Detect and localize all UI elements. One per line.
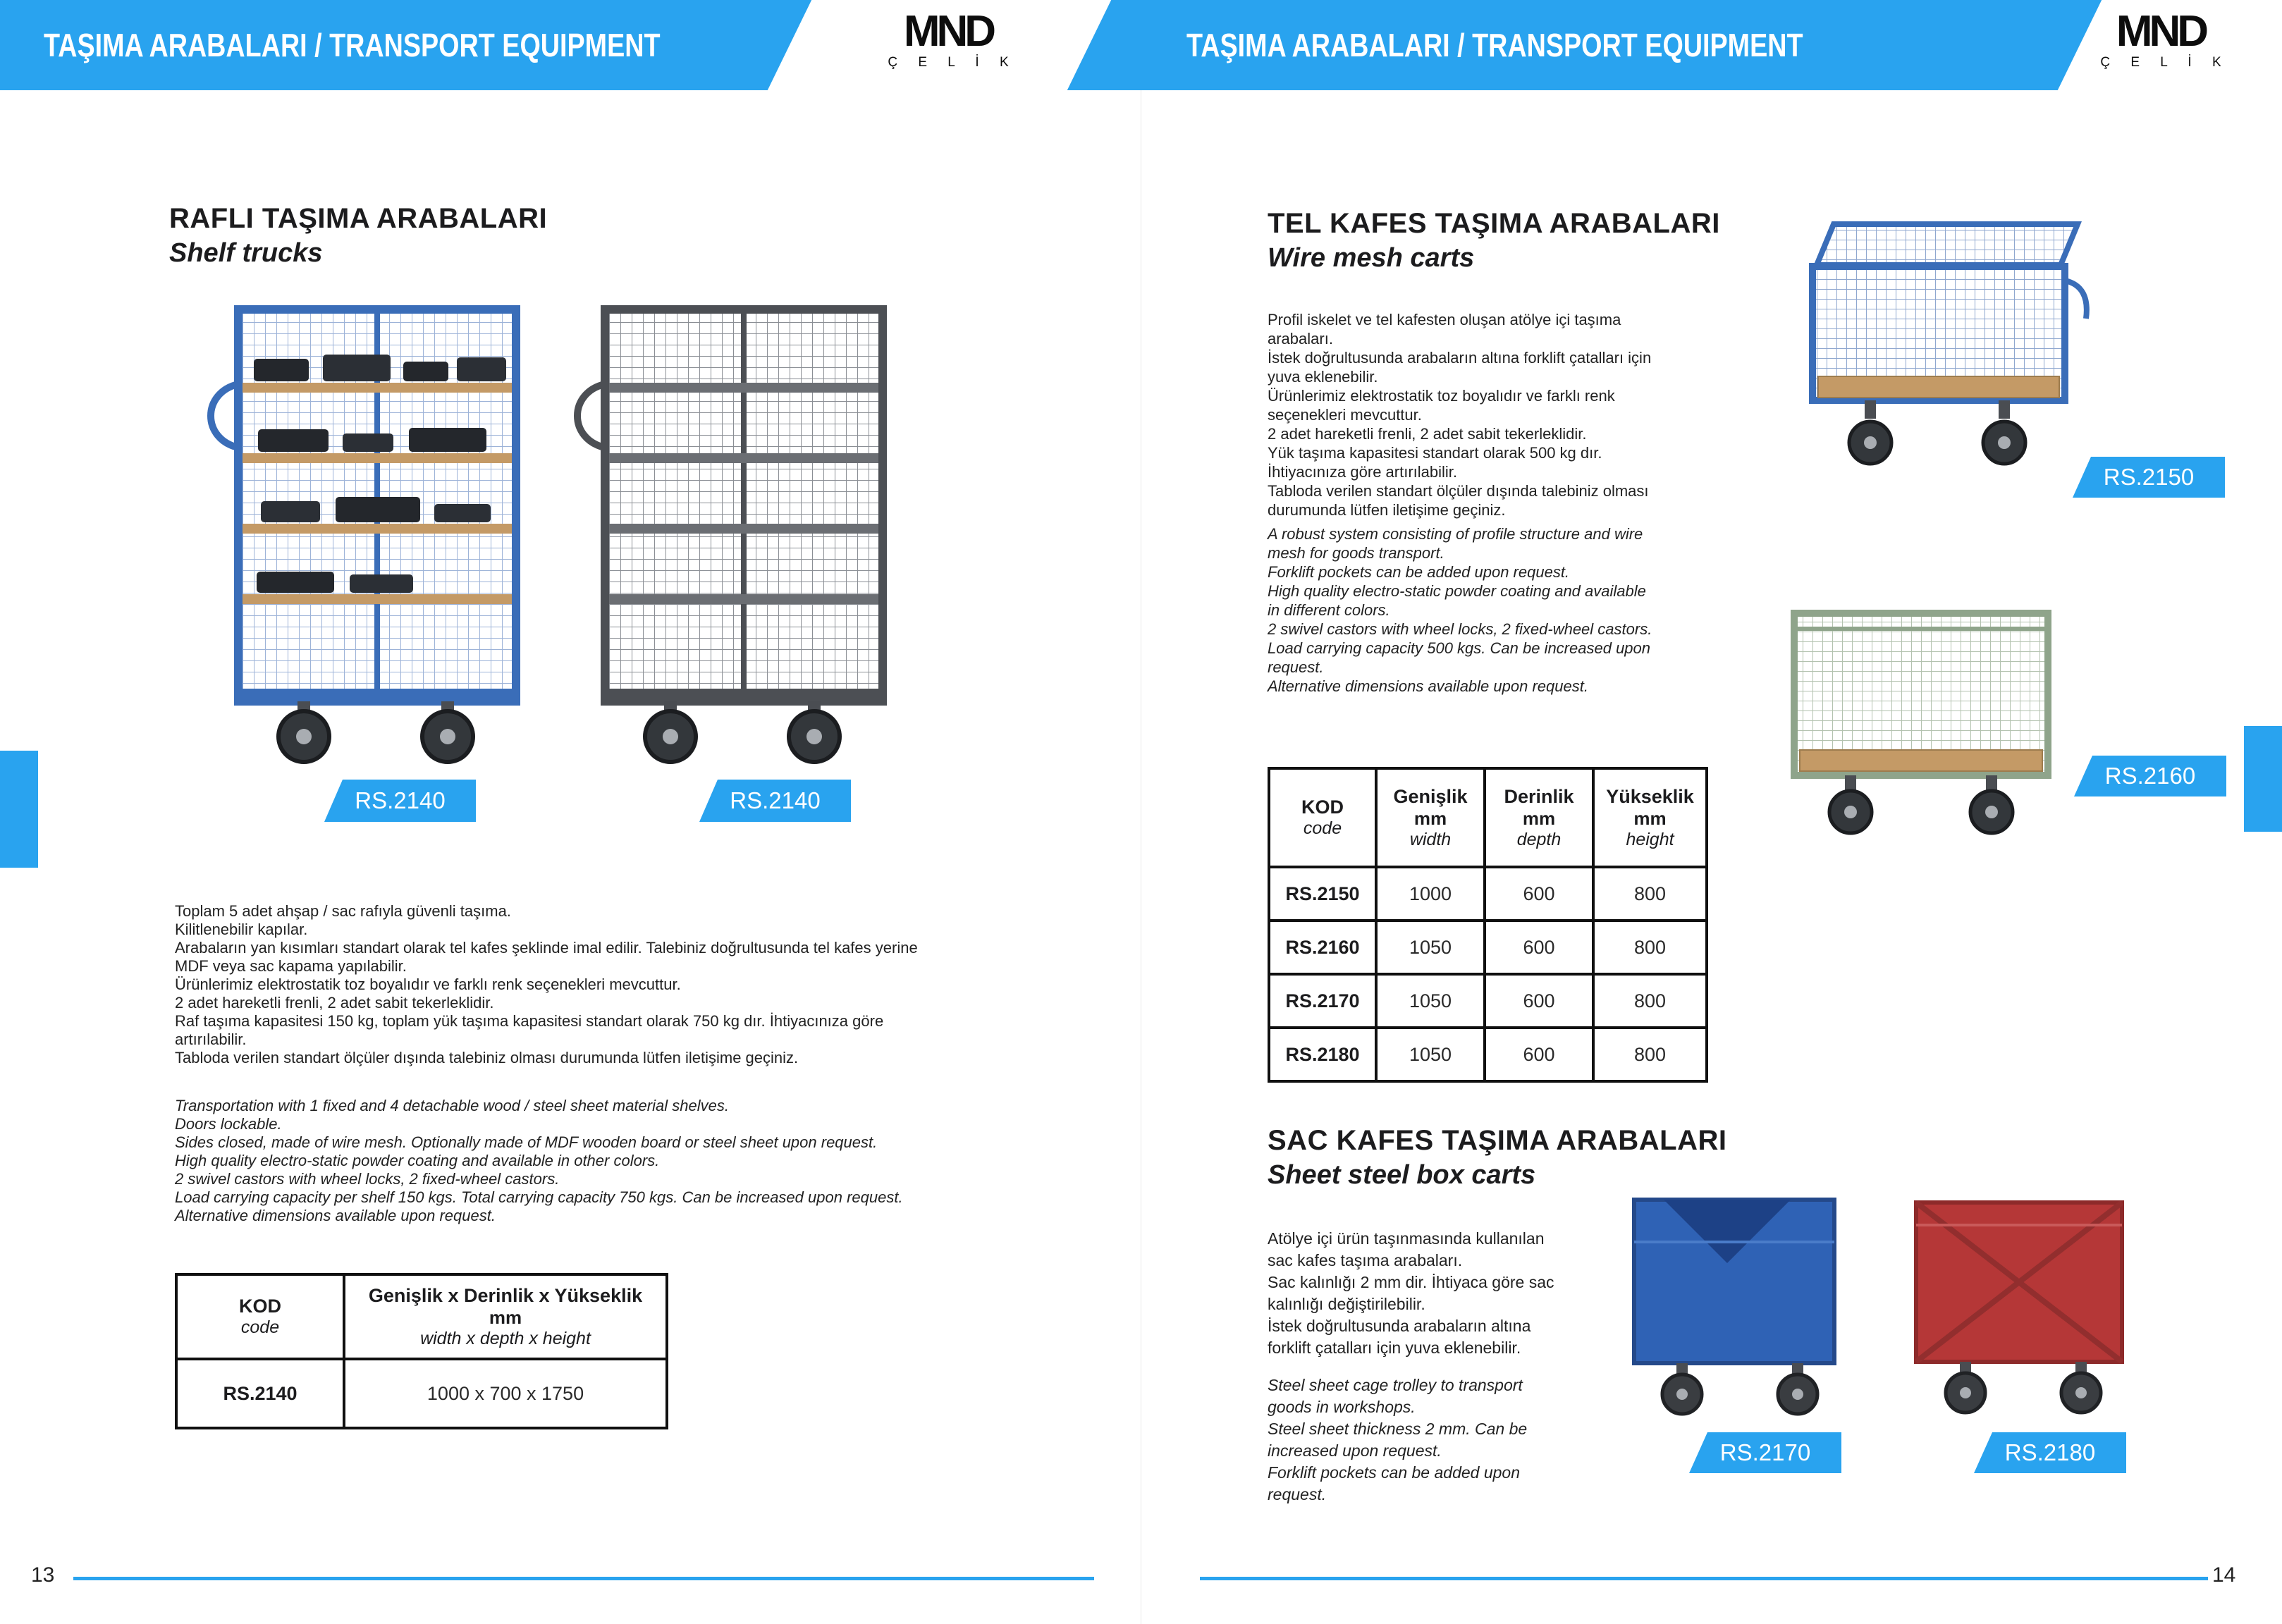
product-code-badge: RS.2150	[2073, 457, 2225, 498]
table-header-height: Yükseklik mm height	[1592, 767, 1708, 868]
page-number-left: 13	[31, 1563, 55, 1587]
wire-mesh-description-tr: Profil iskelet ve tel kafesten oluşan at…	[1268, 311, 1652, 519]
table-row: RS.2150 1000 600 800	[1268, 866, 1708, 922]
steel-box-description-tr: Atölye içi ürün taşınmasında kullanılan …	[1268, 1229, 1554, 1357]
table-row: RS.2180 1050 600 800	[1268, 1026, 1708, 1083]
product-code-badge: RS.2160	[2074, 756, 2226, 796]
page-header-title-right: TAŞIMA ARABALARI / TRANSPORT EQUIPMENT	[1186, 27, 1803, 63]
table-cell-dimensions: 1000 x 700 x 1750	[343, 1358, 668, 1429]
section-title-wire-mesh-en: Wire mesh carts	[1268, 243, 1475, 273]
footer-rule-right	[1200, 1577, 2208, 1580]
mnd-celik-logo: MND Ç E L İ K	[2083, 8, 2238, 70]
table-row: RS.2140 1000 x 700 x 1750	[175, 1358, 668, 1429]
product-code-badge: RS.2140	[324, 780, 476, 822]
logo-wordmark: MND	[903, 7, 996, 56]
edge-tab-right	[2244, 726, 2282, 832]
page-header-title-left: TAŞIMA ARABALARI / TRANSPORT EQUIPMENT	[44, 27, 661, 63]
section-title-steel-box-en: Sheet steel box carts	[1268, 1160, 1536, 1190]
logo-wordmark: MND	[2116, 7, 2209, 56]
wire-mesh-spec-table: KOD code Genişlik mm width Derinlik mm d…	[1268, 767, 1708, 1083]
section-title-wire-mesh-tr: TEL KAFES TAŞIMA ARABALARI	[1268, 208, 1720, 239]
table-cell-code: RS.2140	[175, 1358, 345, 1429]
table-header-code: KOD code	[175, 1273, 345, 1360]
section-title-shelf-trucks-tr: RAFLI TAŞIMA ARABALARI	[169, 203, 548, 234]
edge-tab-left	[0, 751, 38, 868]
table-header-code: KOD code	[1268, 767, 1378, 868]
wire-mesh-description-en: A robust system consisting of profile st…	[1268, 525, 1652, 695]
section-title-shelf-trucks-en: Shelf trucks	[169, 238, 323, 268]
logo-subtext: Ç E L İ K	[2100, 55, 2230, 70]
shelf-trucks-description-tr: Toplam 5 adet ahşap / sac rafıyla güvenl…	[175, 902, 918, 1066]
product-code-badge: RS.2180	[1974, 1432, 2126, 1473]
page-number-right: 14	[2212, 1563, 2236, 1587]
steel-box-cart-red-image	[1899, 1157, 2139, 1417]
steel-box-description-en: Steel sheet cage trolley to transport go…	[1268, 1376, 1528, 1503]
table-header-depth: Derinlik mm depth	[1483, 767, 1595, 868]
table-header-width: Genişlik mm width	[1375, 767, 1486, 868]
table-row: RS.2170 1050 600 800	[1268, 973, 1708, 1029]
shelf-truck-grey-image	[564, 300, 920, 768]
shelf-trucks-spec-table: KOD code Genişlik x Derinlik x Yükseklik…	[175, 1273, 668, 1429]
logo-subtext: Ç E L İ K	[888, 55, 1017, 70]
shelf-truck-blue-image	[197, 300, 553, 768]
wire-mesh-cart-blue-image	[1787, 210, 2090, 478]
product-code-badge: RS.2140	[699, 780, 851, 822]
wire-mesh-cart-green-image	[1773, 572, 2069, 840]
shelf-trucks-description-en: Transportation with 1 fixed and 4 detach…	[175, 1097, 903, 1224]
product-code-badge: RS.2170	[1689, 1432, 1841, 1473]
section-title-steel-box-tr: SAC KAFES TAŞIMA ARABALARI	[1268, 1125, 1727, 1156]
steel-box-cart-blue-image	[1614, 1157, 1854, 1417]
footer-rule-left	[73, 1577, 1094, 1580]
table-row: RS.2160 1050 600 800	[1268, 919, 1708, 976]
mnd-celik-logo: MND Ç E L İ K	[871, 8, 1026, 70]
header-band	[0, 0, 2282, 94]
table-header-dimensions: Genişlik x Derinlik x Yükseklik mm width…	[343, 1273, 668, 1360]
